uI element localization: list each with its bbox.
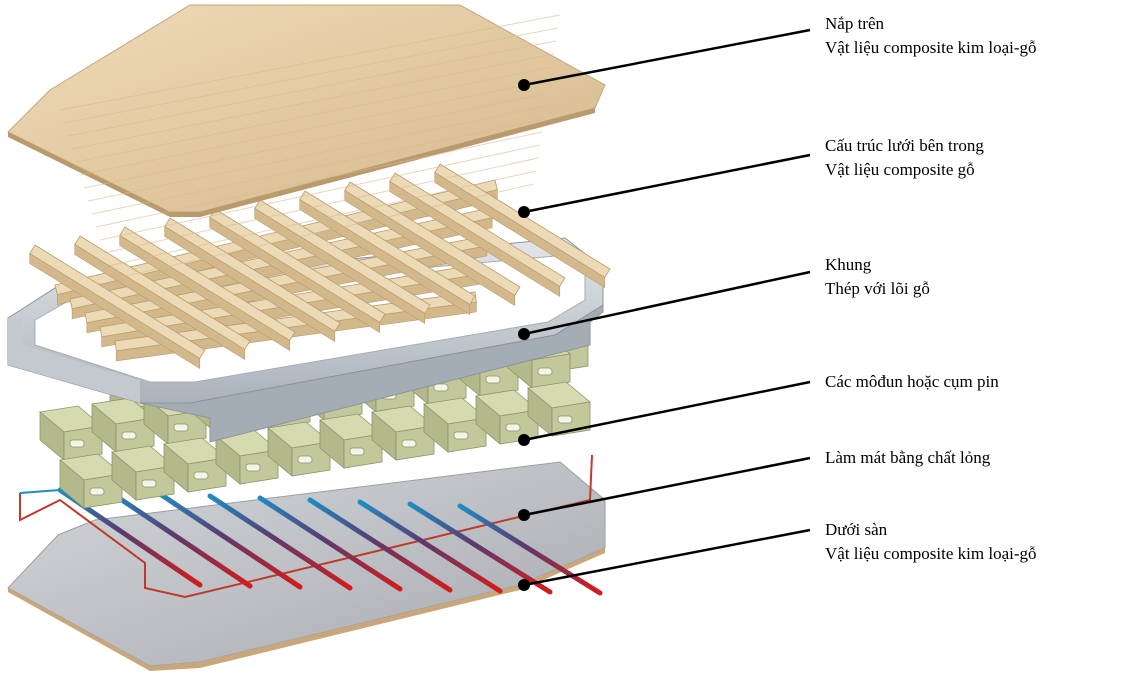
wood-grain-line — [95, 131, 543, 228]
battery-module-terminal — [537, 367, 553, 376]
grid-slat-cross-edge — [164, 225, 336, 343]
inner-grid-layer — [29, 163, 611, 370]
battery-module-terminal — [173, 423, 189, 432]
wood-grain-line — [99, 144, 541, 241]
leader-underfloor — [523, 528, 811, 587]
leader-dot-inner-grid — [518, 206, 530, 218]
label-top-cover-material: Vật liệu composite kim loại-gỗ — [825, 38, 1037, 57]
grid-slat-cross-edge — [209, 216, 381, 334]
wood-grain-line — [87, 105, 547, 202]
label-underfloor-material: Vật liệu composite kim loại-gỗ — [825, 544, 1037, 563]
underfloor-layer — [7, 461, 606, 671]
leader-liquid-cooling — [523, 456, 811, 517]
label-battery-modules-name: Các môđun hoặc cụm pin — [825, 372, 999, 391]
label-frame-material: Thép với lõi gỗ — [825, 279, 930, 298]
grid-slat-cross-edge — [344, 189, 516, 307]
leader-dot-liquid-cooling — [518, 509, 530, 521]
label-underfloor: Dưới sàn Vật liệu composite kim loại-gỗ — [825, 518, 1037, 566]
battery-module — [475, 389, 539, 445]
wood-grain-line — [107, 170, 537, 267]
wood-grain-line — [103, 157, 539, 254]
battery-module-terminal — [141, 479, 157, 488]
coolant-pipe — [457, 503, 603, 596]
battery-module — [267, 421, 331, 477]
leader-frame — [523, 270, 811, 336]
leader-inner-grid — [523, 153, 811, 214]
coolant-pipe — [107, 489, 253, 589]
battery-module — [39, 405, 103, 461]
battery-module-terminal — [433, 383, 449, 392]
label-battery-modules: Các môđun hoặc cụm pin — [825, 370, 999, 394]
leader-top-cover — [523, 28, 811, 87]
coolant-pipe — [407, 501, 553, 595]
battery-module-terminal — [89, 487, 105, 496]
wood-grain-line — [111, 183, 535, 280]
battery-module — [91, 397, 155, 453]
label-inner-grid-name: Cấu trúc lưới bên trong — [825, 136, 984, 155]
wood-grain-line — [59, 14, 561, 111]
label-top-cover: Nắp trên Vật liệu composite kim loại-gỗ — [825, 12, 1037, 60]
coolant-pipe — [257, 495, 403, 592]
grid-slat-cross-edge — [434, 171, 606, 289]
leader-dot-underfloor — [518, 579, 530, 591]
battery-module-terminal — [505, 423, 521, 432]
label-frame: Khung Thép với lõi gỗ — [825, 253, 930, 301]
battery-module-terminal — [485, 375, 501, 384]
leader-dot-top-cover — [518, 79, 530, 91]
battery-module-terminal — [349, 447, 365, 456]
battery-module — [163, 437, 227, 493]
grid-slat-cross-edge — [299, 198, 471, 316]
battery-module-terminal — [297, 455, 313, 464]
label-liquid-cooling: Làm mát bằng chất lỏng — [825, 446, 990, 470]
leader-lines — [518, 28, 811, 591]
grid-slat-cross-edge — [29, 252, 201, 370]
battery-module — [423, 397, 487, 453]
wood-grain-line — [63, 27, 559, 124]
coolant-pipe — [157, 491, 303, 590]
battery-module-terminal — [401, 439, 417, 448]
battery-module — [111, 445, 175, 501]
coolant-pipe — [357, 499, 503, 594]
battery-module-terminal — [245, 463, 261, 472]
wood-grain-line — [67, 40, 557, 137]
battery-module-terminal — [193, 471, 209, 480]
battery-module-terminal — [557, 415, 573, 424]
label-underfloor-name: Dưới sàn — [825, 520, 888, 539]
leader-dot-frame — [518, 328, 530, 340]
battery-module-terminal — [121, 431, 137, 440]
wood-grain-line — [83, 92, 549, 189]
label-inner-grid: Cấu trúc lưới bên trong Vật liệu composi… — [825, 134, 984, 182]
wood-grain-line — [71, 53, 555, 150]
label-liquid-cooling-name: Làm mát bằng chất lỏng — [825, 448, 991, 467]
wood-grain-line — [79, 79, 551, 176]
wood-grain-line — [75, 66, 553, 163]
leader-dot-battery-modules — [518, 434, 530, 446]
leader-battery-modules — [523, 380, 811, 442]
battery-module — [371, 405, 435, 461]
label-inner-grid-material: Vật liệu composite gỗ — [825, 160, 975, 179]
grid-slat-cross-edge — [74, 243, 246, 361]
battery-module-terminal — [453, 431, 469, 440]
battery-module — [59, 453, 123, 509]
top-cover-layer — [7, 4, 606, 280]
coolant-pipe — [307, 497, 453, 593]
label-frame-name: Khung — [825, 255, 872, 274]
battery-module — [319, 413, 383, 469]
battery-module-terminal — [69, 439, 85, 448]
grid-slat-cross-edge — [119, 234, 291, 352]
label-top-cover-name: Nắp trên — [825, 14, 885, 33]
grid-slat-cross-edge — [389, 180, 561, 298]
wood-grain-line — [91, 118, 545, 215]
coolant-pipe — [207, 493, 353, 591]
